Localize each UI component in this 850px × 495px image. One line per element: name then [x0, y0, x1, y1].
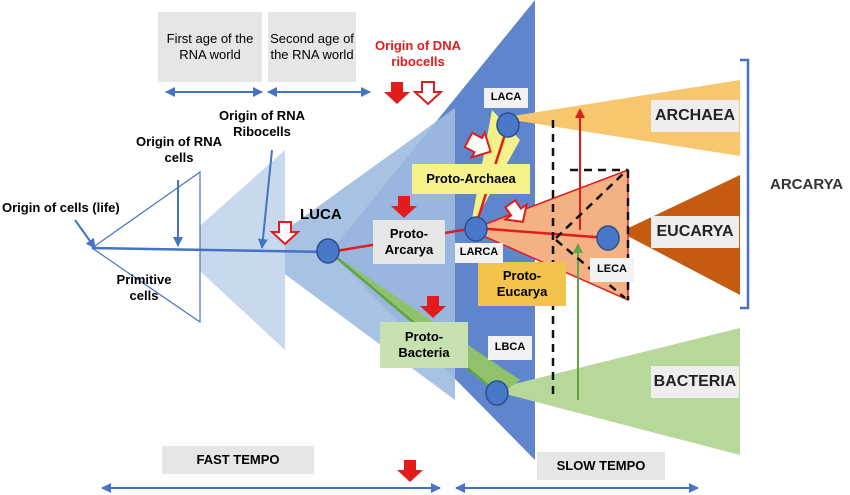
red-arrow-proto-bacteria	[420, 296, 446, 318]
main-axis-line	[91, 246, 331, 254]
red-arrow-fast-tempo	[397, 460, 423, 482]
red-outline-arrow-proto-archaea	[463, 130, 492, 160]
lbca-node	[485, 380, 509, 406]
slow-tempo-label: SLOW TEMPO	[537, 452, 665, 480]
proto-archaea-label: Proto-Archaea	[412, 164, 530, 194]
bacteria-triangle	[490, 328, 740, 455]
red-arrow-dna-1	[384, 82, 410, 104]
origin-dna-ribocells-label: Origin of DNA ribocells	[375, 38, 461, 69]
laca-label: LACA	[484, 88, 528, 108]
larca-leca-line	[474, 226, 609, 240]
leca-node	[596, 225, 620, 251]
proto-arcarya-label: Proto-Arcarya	[373, 220, 445, 264]
archaea-label: ARCHAEA	[651, 100, 739, 132]
primitive-cells-label: Primitive cells	[116, 272, 172, 303]
proto-bacteria-label: Proto-Bacteria	[380, 322, 468, 368]
laca-node	[496, 112, 520, 138]
second-age-label: Second age of the RNA world	[268, 12, 356, 82]
origin-rna-ribocells-label: Origin of RNA Ribocells	[219, 108, 305, 139]
red-outline-arrow-luca	[269, 221, 301, 246]
origin-cells-life-label: Origin of cells (life)	[2, 200, 120, 215]
larca-label: LARCA	[455, 243, 503, 263]
eucarya-label: EUCARYA	[651, 216, 739, 248]
bacteria-label: BACTERIA	[651, 366, 739, 398]
first-age-label: First age of the RNA world	[158, 12, 262, 82]
pointer-cells-life	[74, 219, 96, 249]
lbca-label: LBCA	[488, 336, 532, 360]
larca-node	[464, 216, 488, 242]
red-arrow-proto-arcarya	[391, 196, 417, 218]
arcarya-label: ARCARYA	[770, 176, 844, 193]
archaea-triangle	[500, 80, 740, 156]
luca-node	[316, 238, 340, 264]
proto-eucarya-label: Proto-Eucarya	[478, 262, 566, 306]
red-outline-arrow-dna-2	[412, 81, 444, 106]
fast-tempo-label: FAST TEMPO	[162, 446, 314, 474]
origin-rna-cells-label: Origin of RNA cells	[136, 134, 222, 165]
red-outline-arrow-proto-eucarya	[502, 198, 529, 223]
pointer-rna-ribocells	[257, 149, 273, 249]
leca-label: LECA	[590, 258, 634, 282]
luca-label: LUCA	[300, 206, 342, 223]
arcarya-bracket	[740, 58, 750, 310]
primitive-cell-triangle	[90, 170, 201, 324]
dashed-diag-1	[555, 171, 626, 239]
